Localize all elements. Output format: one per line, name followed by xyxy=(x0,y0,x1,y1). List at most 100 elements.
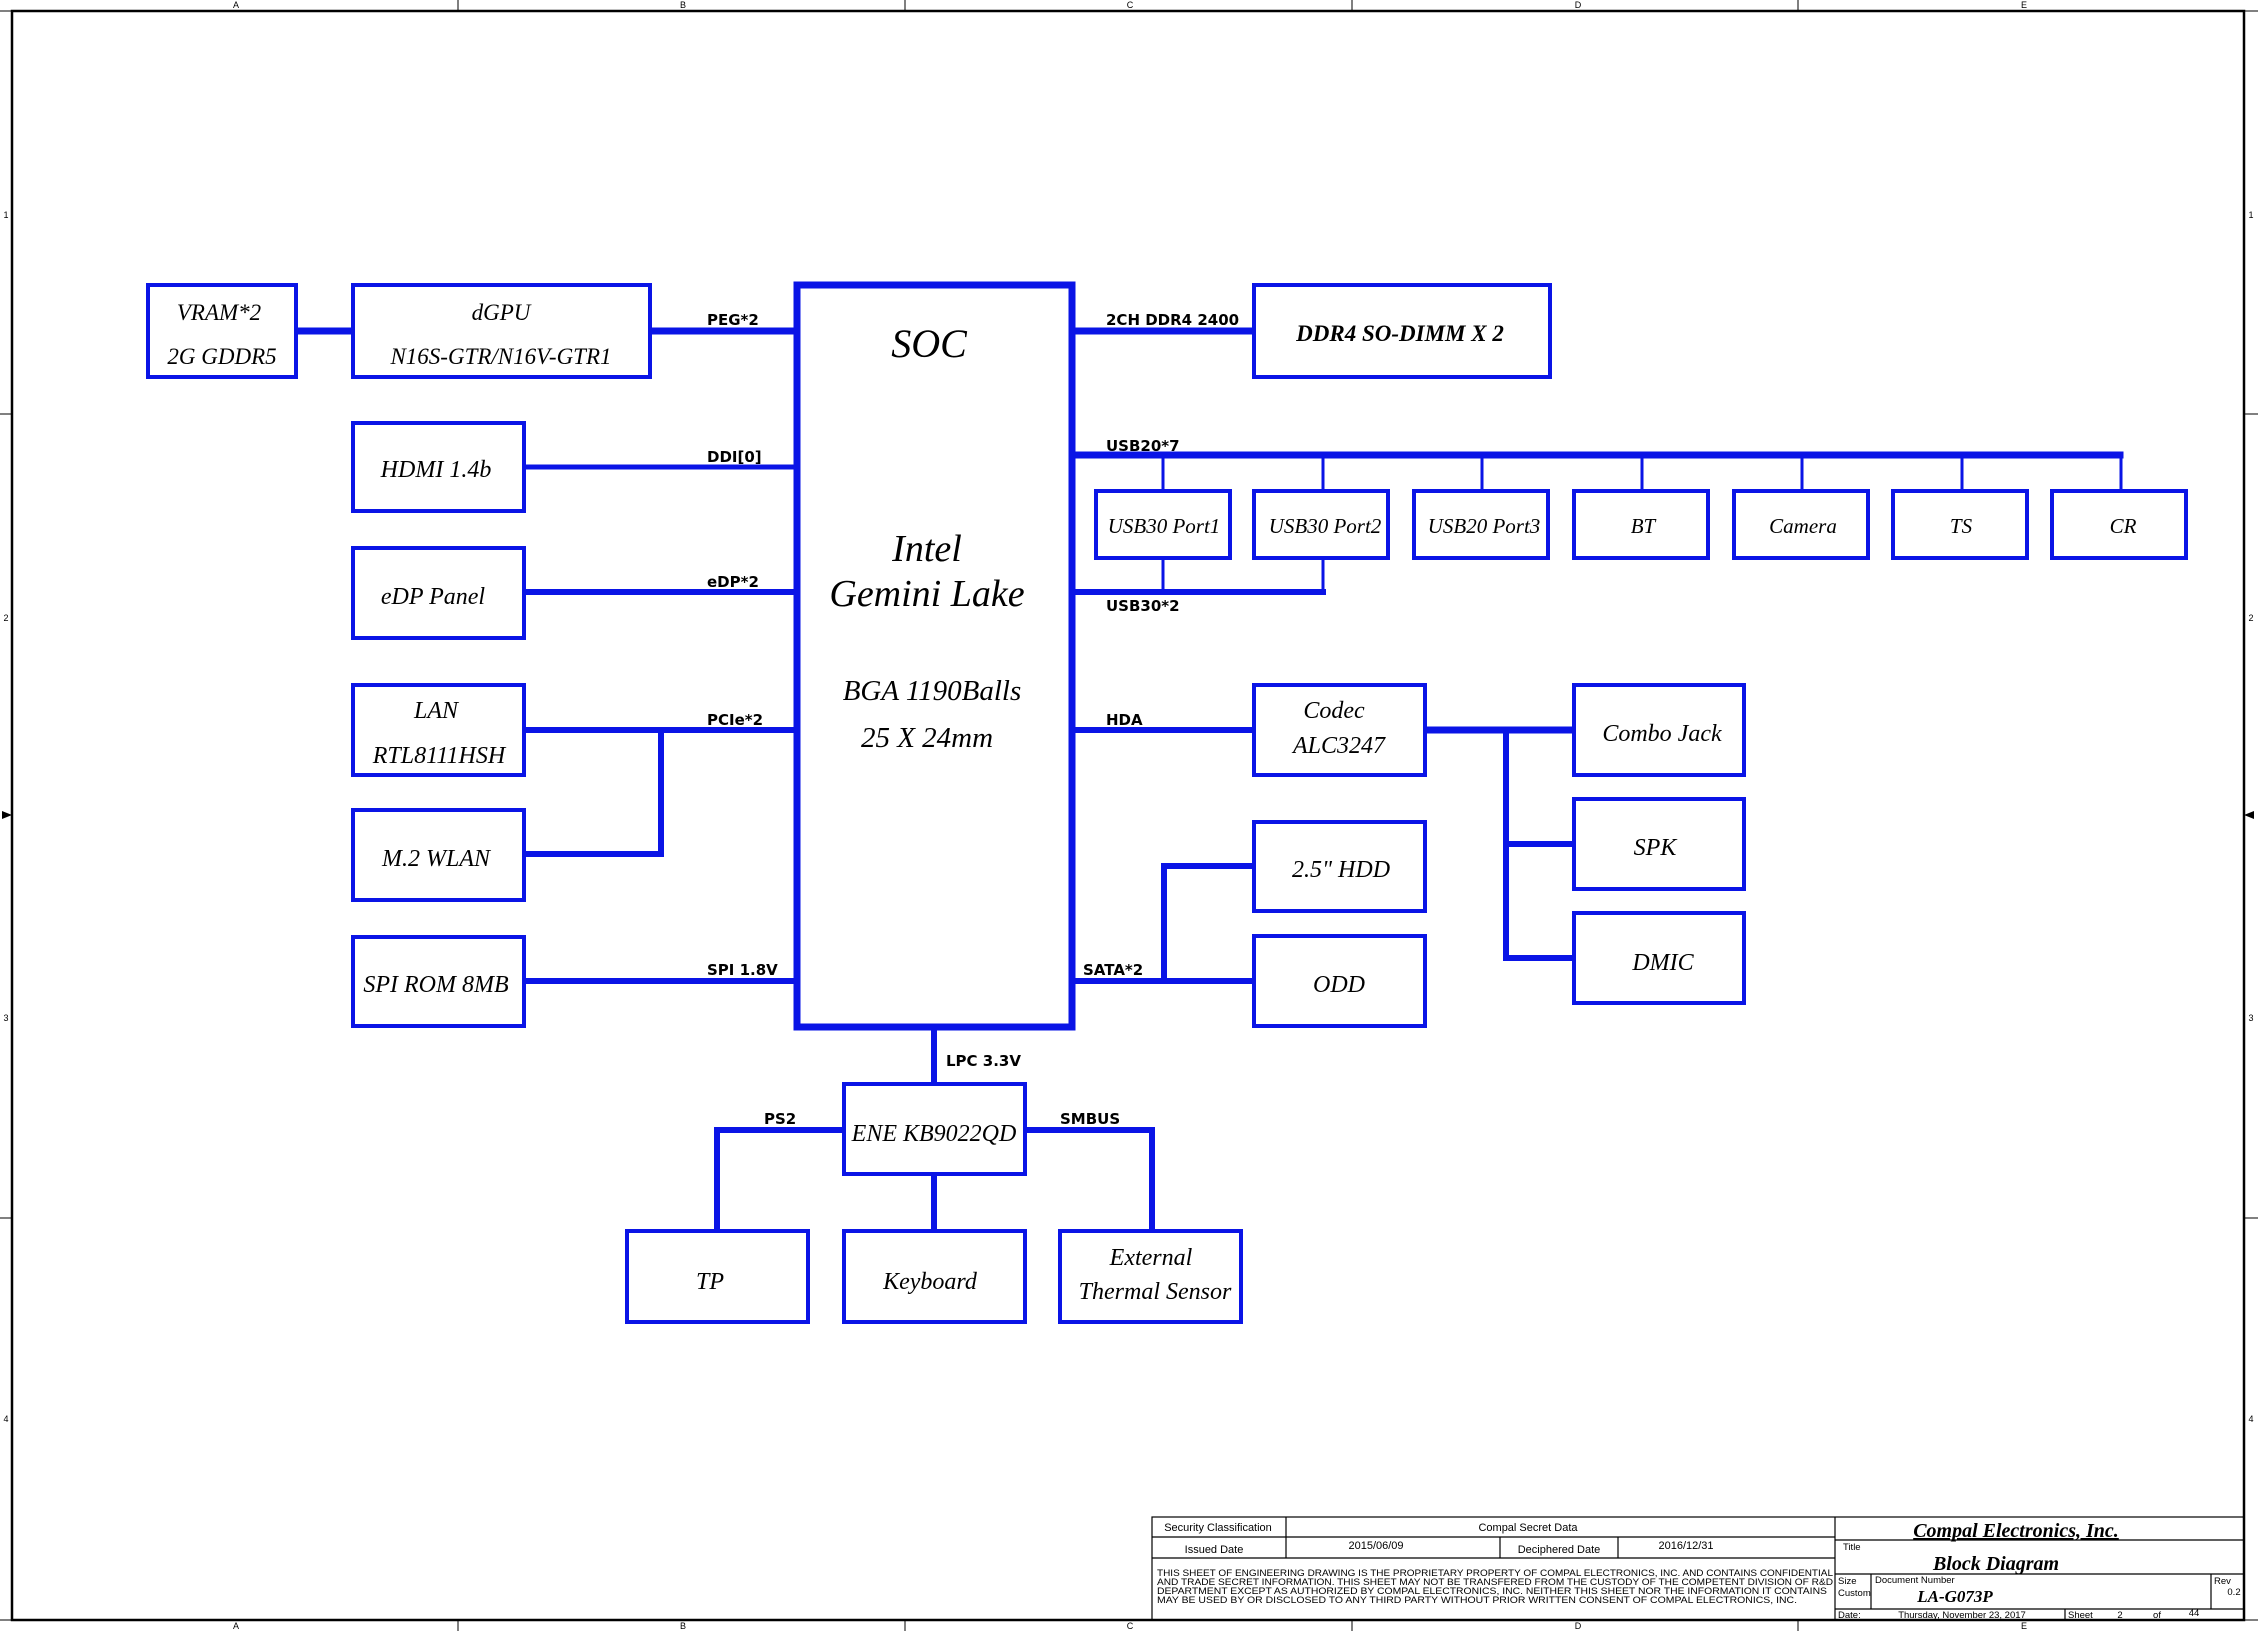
block-spirom[interactable] xyxy=(351,935,526,1028)
block-spk[interactable] xyxy=(1572,797,1746,891)
bt-label: BT xyxy=(1631,514,1657,538)
thermal-label-1: External xyxy=(1109,1245,1193,1271)
block-labels: VRAM*2 2G GDDR5 dGPU N16S-GTR/N16V-GTR1 … xyxy=(167,300,2136,1305)
column-label-b-bottom: B xyxy=(680,1621,686,1631)
frame-column-labels: A B C D E A B C D E xyxy=(233,0,2027,1631)
codec-label-2: ALC3247 xyxy=(1291,733,1386,759)
keyboard-label: Keyboard xyxy=(882,1269,978,1295)
usb20p3-label: USB20 Port3 xyxy=(1428,514,1541,538)
block-bt[interactable] xyxy=(1572,489,1710,560)
sheet-of-label: of xyxy=(2153,1610,2161,1621)
deciphered-date-value: 2016/12/31 xyxy=(1658,1540,1713,1552)
block-wlan[interactable] xyxy=(351,808,526,902)
dgpu-label-2: N16S-GTR/N16V-GTR1 xyxy=(389,344,611,369)
title-value: Block Diagram xyxy=(1932,1553,2059,1575)
notice-line-3: DEPARTMENT EXCEPT AS AUTHORIZED BY COMPA… xyxy=(1157,1586,1827,1597)
block-usb30p1[interactable] xyxy=(1094,489,1232,560)
block-lan[interactable] xyxy=(351,683,526,777)
usb30p1-label: USB30 Port1 xyxy=(1108,514,1221,538)
security-classification-label: Security Classification xyxy=(1164,1522,1272,1534)
bus-label-usb30: USB30*2 xyxy=(1106,597,1180,615)
row-label-2-left: 2 xyxy=(3,613,8,623)
block-dmic[interactable] xyxy=(1572,911,1746,1005)
block-codec[interactable] xyxy=(1252,683,1427,777)
camera-label: Camera xyxy=(1769,514,1837,538)
lan-label-2: RTL8111HSH xyxy=(372,743,507,769)
block-hdd[interactable] xyxy=(1252,820,1427,913)
wires xyxy=(293,327,2124,1234)
issued-date-value: 2015/06/09 xyxy=(1348,1540,1403,1552)
edp-label: eDP Panel xyxy=(381,584,486,610)
block-thermal[interactable] xyxy=(1058,1229,1243,1324)
column-label-e-top: E xyxy=(2021,0,2027,10)
column-label-c-top: C xyxy=(1127,0,1134,10)
bus-label-smbus: SMBUS xyxy=(1060,1110,1120,1128)
soc-name: Gemini Lake xyxy=(829,573,1024,615)
title-label: Title xyxy=(1843,1542,1861,1553)
ts-label: TS xyxy=(1950,514,1973,538)
hdd-label: 2.5" HDD xyxy=(1292,857,1390,883)
block-vram[interactable] xyxy=(146,283,298,379)
soc-package: BGA 1190Balls xyxy=(843,675,1022,707)
notice-line-1: THIS SHEET OF ENGINEERING DRAWING IS THE… xyxy=(1157,1568,1833,1579)
block-edp[interactable] xyxy=(351,546,526,640)
block-ddr[interactable] xyxy=(1252,283,1552,379)
block-tp[interactable] xyxy=(625,1229,810,1324)
column-label-b-top: B xyxy=(680,0,686,10)
soc-size: 25 X 24mm xyxy=(861,722,993,754)
row-label-1-left: 1 xyxy=(3,210,8,220)
column-label-d-top: D xyxy=(1575,0,1582,10)
row-label-4-left: 4 xyxy=(3,1414,8,1424)
column-label-d-bottom: D xyxy=(1575,1621,1582,1631)
deciphered-date-label: Deciphered Date xyxy=(1518,1544,1601,1556)
block-dgpu[interactable] xyxy=(351,283,652,379)
bus-labels: PEG*2 DDI[0] eDP*2 PCIe*2 SPI 1.8V 2CH D… xyxy=(707,311,1239,1128)
bus-label-peg: PEG*2 xyxy=(707,311,759,329)
block-ts[interactable] xyxy=(1891,489,2029,560)
bus-label-sata: SATA*2 xyxy=(1083,961,1143,979)
block-ec[interactable] xyxy=(842,1082,1027,1176)
row-label-3-right: 3 xyxy=(2248,1013,2253,1023)
bus-label-ddi: DDI[0] xyxy=(707,448,762,466)
spirom-label: SPI ROM 8MB xyxy=(363,972,509,998)
notice-line-4: MAY BE USED BY OR DISCLOSED TO ANY THIRD… xyxy=(1157,1595,1797,1606)
soc-vendor: Intel xyxy=(891,528,962,570)
row-label-2-right: 2 xyxy=(2248,613,2253,623)
date-value: Thursday, November 23, 2017 xyxy=(1898,1610,2026,1621)
block-usb20p3[interactable] xyxy=(1412,489,1550,560)
column-label-a-bottom: A xyxy=(233,1621,239,1631)
block-soc[interactable] xyxy=(793,281,1076,1031)
block-cr[interactable] xyxy=(2050,489,2188,560)
hdmi-label: HDMI 1.4b xyxy=(380,457,492,483)
rev-value: 0.2 xyxy=(2227,1587,2240,1598)
bus-label-pcie: PCIe*2 xyxy=(707,711,763,729)
row-label-4-right: 4 xyxy=(2248,1414,2253,1424)
wlan-label: M.2 WLAN xyxy=(381,846,492,872)
center-arrow-right-icon xyxy=(2244,811,2254,819)
thermal-label-2: Thermal Sensor xyxy=(1079,1279,1232,1305)
block-odd[interactable] xyxy=(1252,934,1427,1028)
size-value: Custom xyxy=(1838,1588,1871,1599)
notice-line-2: AND TRADE SECRET INFORMATION. THIS SHEET… xyxy=(1157,1577,1833,1588)
document-number-label: Document Number xyxy=(1875,1575,1955,1586)
row-label-3-left: 3 xyxy=(3,1013,8,1023)
block-camera[interactable] xyxy=(1732,489,1870,560)
block-keyboard[interactable] xyxy=(842,1229,1027,1324)
size-label: Size xyxy=(1838,1576,1856,1587)
column-label-a-top: A xyxy=(233,0,239,10)
title-block: Security Classification Compal Secret Da… xyxy=(1151,1516,2245,1621)
bus-label-spi: SPI 1.8V xyxy=(707,961,778,979)
block-combojack[interactable] xyxy=(1572,683,1746,777)
tp-label: TP xyxy=(696,1269,724,1295)
block-usb30p2[interactable] xyxy=(1252,489,1390,560)
vram-label-2: 2G GDDR5 xyxy=(167,344,276,369)
dgpu-label-1: dGPU xyxy=(472,300,532,325)
column-label-c-bottom: C xyxy=(1127,1621,1134,1631)
date-label: Date: xyxy=(1838,1610,1861,1621)
block-hdmi[interactable] xyxy=(351,421,526,513)
row-label-1-right: 1 xyxy=(2248,210,2253,220)
combojack-label: Combo Jack xyxy=(1602,721,1722,747)
issued-date-label: Issued Date xyxy=(1185,1544,1244,1556)
